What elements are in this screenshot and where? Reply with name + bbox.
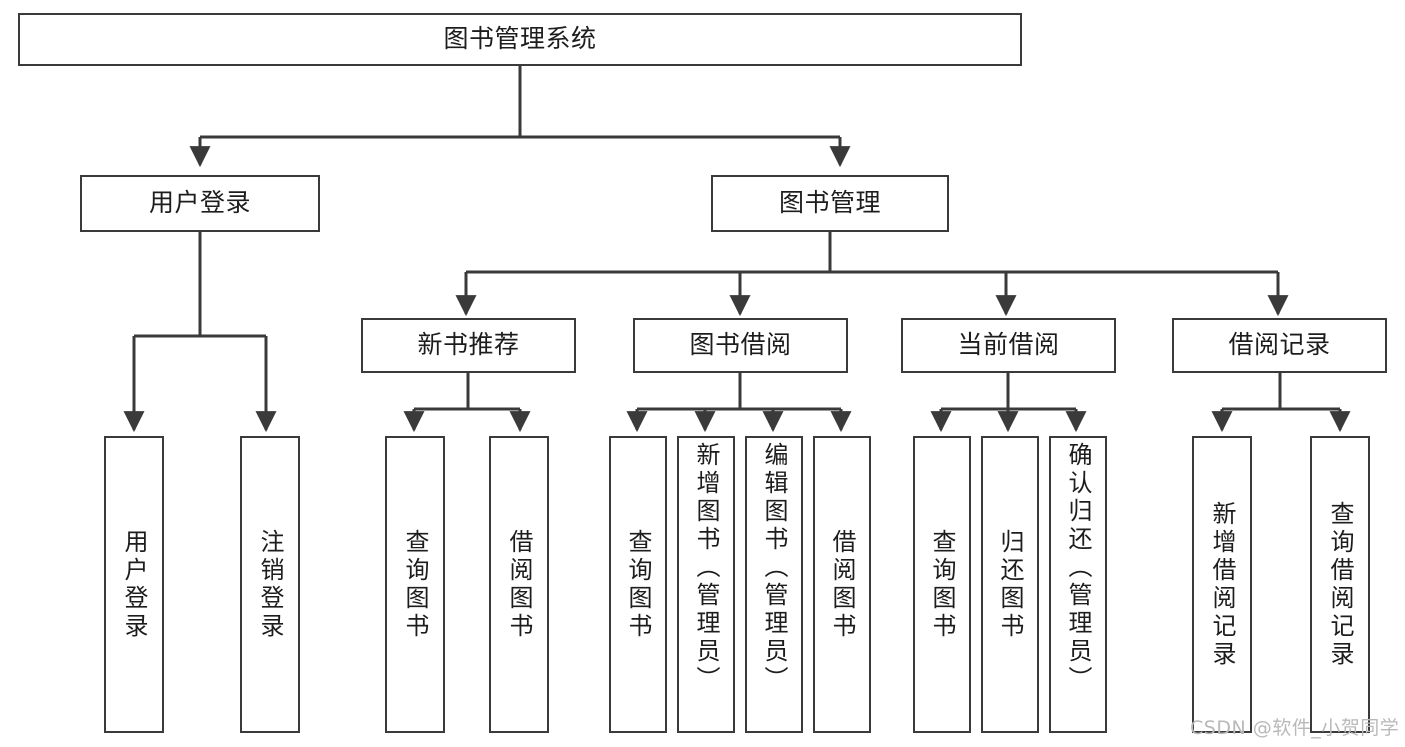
node-label: 查询图书 [928,528,956,641]
leaf-current-borrow-query-book[interactable]: 查询图书 [913,436,971,733]
node-root-book-management-system[interactable]: 图书管理系统 [18,13,1022,66]
node-label: 用户登录 [148,188,251,218]
leaf-current-borrow-return-book[interactable]: 归还图书 [981,436,1039,733]
node-label: 当前借阅 [957,330,1060,360]
node-book-management[interactable]: 图书管理 [711,175,949,232]
node-label: 编辑图书（管理员） [760,442,788,694]
node-label: 确认归还（管理员） [1064,442,1092,694]
node-label: 新增借阅记录 [1208,500,1236,669]
node-label: 查询图书 [624,528,652,641]
leaf-book-borrow-add-book-admin[interactable]: 新增图书（管理员） [677,436,735,733]
node-label: 查询借阅记录 [1326,500,1354,669]
leaf-user-login-login[interactable]: 用户登录 [104,436,164,733]
node-current-borrow[interactable]: 当前借阅 [901,318,1116,373]
leaf-book-borrow-query-book[interactable]: 查询图书 [609,436,667,733]
node-label: 图书管理系统 [443,24,597,54]
leaf-current-borrow-confirm-return-admin[interactable]: 确认归还（管理员） [1049,436,1107,733]
node-label: 用户登录 [120,528,148,641]
leaf-book-borrow-borrow-book[interactable]: 借阅图书 [813,436,871,733]
node-borrow-record[interactable]: 借阅记录 [1172,318,1387,373]
node-user-login[interactable]: 用户登录 [80,175,320,232]
leaf-borrow-record-query-record[interactable]: 查询借阅记录 [1310,436,1370,733]
node-label: 注销登录 [256,528,284,641]
node-label: 图书借阅 [689,330,792,360]
node-label: 借阅图书 [505,528,533,641]
leaf-new-book-query-book[interactable]: 查询图书 [385,436,445,733]
node-label: 图书管理 [778,188,881,218]
leaf-new-book-borrow-book[interactable]: 借阅图书 [489,436,549,733]
node-label: 借阅图书 [828,528,856,641]
leaf-book-borrow-edit-book-admin[interactable]: 编辑图书（管理员） [745,436,803,733]
csdn-watermark: CSDN @软件_小贺同学 [1190,717,1400,739]
node-label: 新书推荐 [417,330,520,360]
leaf-user-login-logout[interactable]: 注销登录 [240,436,300,733]
node-label: 查询图书 [401,528,429,641]
node-label: 新增图书（管理员） [692,442,720,694]
node-book-borrow[interactable]: 图书借阅 [633,318,848,373]
node-label: 借阅记录 [1228,330,1331,360]
node-new-book-recommend[interactable]: 新书推荐 [361,318,576,373]
leaf-borrow-record-add-record[interactable]: 新增借阅记录 [1192,436,1252,733]
node-label: 归还图书 [996,528,1024,641]
